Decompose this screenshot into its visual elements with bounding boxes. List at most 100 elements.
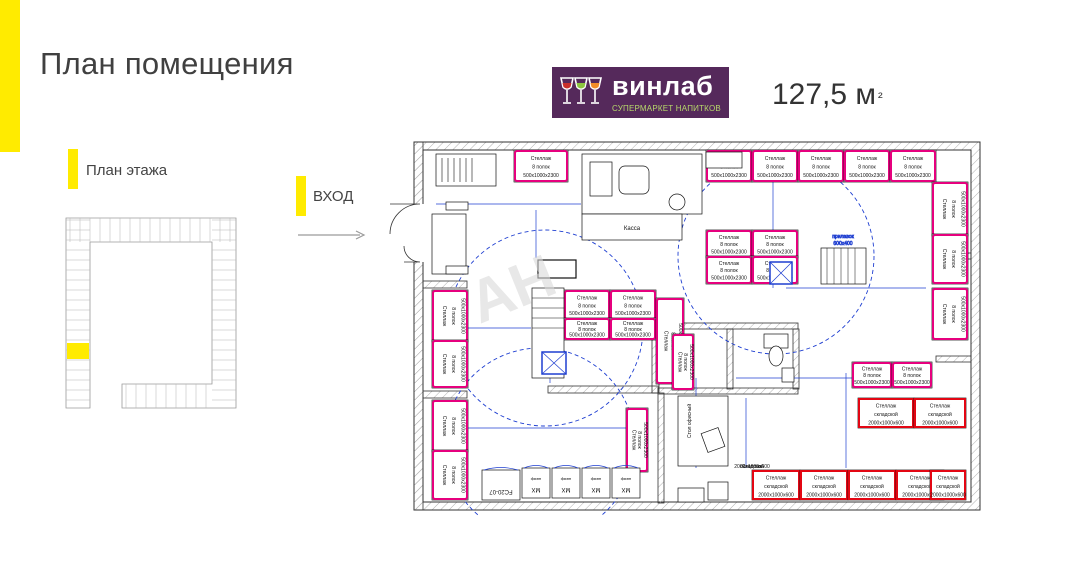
display-fridge: MX шкаф <box>611 465 641 499</box>
checkout-counter: Касса <box>581 151 743 241</box>
plan-text: 500x1000x2300 <box>894 380 930 386</box>
plan-text: 8 полок <box>858 165 876 171</box>
plan-text: Стеллаж <box>623 296 644 302</box>
entrance-marker <box>296 176 306 216</box>
plan-text: Стеллаж <box>814 476 835 482</box>
floor-plan-label: План этажа <box>86 162 168 179</box>
plan-text: Стеллаж <box>765 156 786 162</box>
plan-text: FC20-07 <box>489 488 513 494</box>
plan-text: 500x1000x2300 <box>711 276 747 282</box>
plan-text: Стеллаж <box>441 465 447 486</box>
plan-text: Стеллаж <box>577 296 598 302</box>
area-unit: ² <box>878 89 883 105</box>
display-fridge: MX шкаф <box>551 465 581 499</box>
plan-text: 8 полок <box>450 466 456 484</box>
plan-text: 8 полок <box>532 165 550 171</box>
plan-text: Стеллаж <box>719 235 740 241</box>
plan-text: 8 полок <box>863 373 881 379</box>
plan-text: шкаф <box>560 477 571 482</box>
plan-text: 500x1000x2300 <box>854 380 890 386</box>
plan-text: складской <box>740 463 764 470</box>
plan-text: 500x1000x2300 <box>615 332 651 338</box>
plan-text: 8 полок <box>904 165 922 171</box>
plan-text: 8 полок <box>624 303 642 309</box>
plan-text: Стеллаж <box>910 476 931 482</box>
plan-text: 2000x1000x600 <box>734 464 770 470</box>
plan-text: 500x1000x2300 <box>960 241 966 277</box>
plan-text: 500x1000x2300 <box>642 422 648 458</box>
plan-text: 500x1000x2300 <box>460 457 466 493</box>
plan-text: 500x1000x2300 <box>849 173 885 179</box>
counter-size-label: 600х400 <box>833 241 852 247</box>
entrance-door <box>412 204 425 262</box>
plan-text: 8 полок <box>636 431 642 449</box>
plan-text: 8 полок <box>450 307 456 325</box>
plan-text: MX <box>622 486 631 492</box>
plan-text: 8 полок <box>450 417 456 435</box>
plan-text: 8 полок <box>766 242 784 248</box>
plan-text: Стеллаж <box>441 354 447 375</box>
plan-text: Стеллаж <box>938 476 959 482</box>
plan-text: Стеллаж <box>441 306 447 327</box>
page-title: План помещения <box>40 46 294 81</box>
plan-text: шкаф <box>620 477 631 482</box>
plan-text: 2000x1000x600 <box>854 492 890 498</box>
plan-text: Стеллаж <box>577 321 598 327</box>
plan-text: 500x1000x2300 <box>569 311 605 317</box>
plan-text: складской <box>874 411 898 418</box>
plan-text: 8 полок <box>578 327 596 333</box>
plan-text: Стеллаж <box>902 366 923 372</box>
entrance-arrow-icon <box>298 230 366 240</box>
plan-text: Стеллаж <box>441 416 447 437</box>
store-location-highlight <box>67 343 89 359</box>
plan-text: Стеллаж <box>531 156 552 162</box>
plan-text: шкаф <box>530 477 541 482</box>
kassa-label: Касса <box>624 226 641 232</box>
area-number: 127,5 м <box>772 78 877 111</box>
back-office: Стол офисный <box>677 395 729 503</box>
logo-subtitle: СУПЕРМАРКЕТ НАПИТКОВ <box>612 104 721 113</box>
plan-text: Стеллаж <box>766 476 787 482</box>
vinlab-logo: винлаб СУПЕРМАРКЕТ НАПИТКОВ <box>552 67 729 118</box>
plan-text: складской <box>812 483 836 490</box>
plan-text: Стеллаж <box>941 199 947 220</box>
plan-text: Стеллаж <box>662 331 668 352</box>
office-table-label: Стол офисный <box>686 404 693 438</box>
plan-text: 500x1000x2300 <box>803 173 839 179</box>
plan-text: 500x1000x2300 <box>460 346 466 382</box>
plan-text: 8 полок <box>578 303 596 309</box>
plan-text: складской <box>860 483 884 490</box>
plan-text: MX <box>562 486 571 492</box>
plan-text: 500x1000x2300 <box>460 408 466 444</box>
plan-text: Стеллаж <box>742 464 763 470</box>
plan-text: 8 полок <box>812 165 830 171</box>
entrance-rack <box>431 153 497 275</box>
plan-text: 500x1000x2300 <box>960 191 966 227</box>
entrance-label: ВХОД <box>313 188 354 205</box>
accent-bar <box>0 0 20 152</box>
plan-text: 2000x1000x600 <box>922 420 958 426</box>
wc-room <box>763 333 795 383</box>
